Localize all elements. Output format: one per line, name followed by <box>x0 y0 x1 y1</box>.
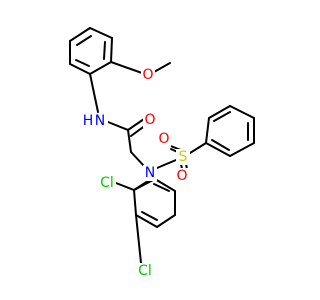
sulfur-atom: S <box>176 149 190 165</box>
ring-b-bond <box>229 142 255 157</box>
ring-b-inner-bond <box>211 139 230 151</box>
sulfonamide-nitrogen-label: N <box>145 165 155 181</box>
sulfonyl-top-oxygen-atom: O <box>157 131 171 147</box>
carbonyl-oxygen-atom: O <box>143 112 157 128</box>
ring-c-inner-bond <box>141 211 158 221</box>
ring-a-inner-bond <box>103 41 106 60</box>
ring-c-bond <box>154 178 176 192</box>
s-phenyl-bond <box>189 142 207 154</box>
ring-a-inner-bond <box>76 35 92 46</box>
amide-h-label: H <box>83 113 94 129</box>
n-sulfur-bond <box>156 159 177 169</box>
ring-to-nitrogen-bond <box>89 73 99 113</box>
alpha-to-n-bond <box>130 151 145 167</box>
amide-n-label: N <box>95 113 105 129</box>
ring-b-bond <box>229 105 255 119</box>
methoxy-oxygen-label: O <box>142 67 153 83</box>
ring-c-bond <box>135 214 158 228</box>
ortho-chlorine-label: Cl <box>100 175 114 191</box>
ring-a-bond <box>69 27 91 42</box>
ring-b-bond <box>208 105 231 119</box>
carbonyl-oxygen-label: O <box>144 112 155 128</box>
sulfonamide-nitrogen-atom: N <box>143 165 157 181</box>
carbonyl-double-bond <box>127 118 145 131</box>
ring-b-bond <box>205 142 231 157</box>
ring-c-bond <box>156 214 176 228</box>
ring-c-inner-bond <box>153 183 170 192</box>
sulfur-label: S <box>179 149 188 165</box>
ring-b-inner-bond <box>213 111 231 122</box>
amide-nitrogen-atom: H N <box>82 113 108 129</box>
ring-a-bond <box>69 63 91 75</box>
sulfonyl-top-oxygen-label: O <box>158 131 169 147</box>
para-chlorine-bond <box>135 214 142 264</box>
methoxy-methyl-bond <box>153 62 171 73</box>
methoxy-bond <box>110 61 143 74</box>
ortho-chlorine-bond <box>115 182 135 191</box>
ring-a-bond <box>89 61 112 75</box>
molecule-structure-diagram: O H N O O S O <box>69 27 255 279</box>
ortho-chlorine-atom: Cl <box>98 175 116 191</box>
ring-a-inner-bond <box>75 59 90 67</box>
bond-layer <box>69 27 255 264</box>
para-chlorine-label: Cl <box>138 263 152 279</box>
ring-c-bond <box>133 189 137 216</box>
ring-a-bond <box>110 37 113 63</box>
ring-a-bond <box>89 27 113 39</box>
amide-n-carbonyl-bond <box>107 121 129 131</box>
atom-label-layer: O H N O O S O <box>82 67 190 279</box>
methoxy-oxygen-atom: O <box>141 67 155 83</box>
molecule-canvas: O H N O O S O <box>69 27 255 279</box>
para-chlorine-atom: Cl <box>136 263 154 279</box>
sulfonyl-bottom-oxygen-label: O <box>176 168 187 184</box>
sulfonyl-bottom-oxygen-atom: O <box>175 168 189 184</box>
ring-b-bond <box>205 117 210 144</box>
alpha-carbon-bond <box>127 129 132 153</box>
